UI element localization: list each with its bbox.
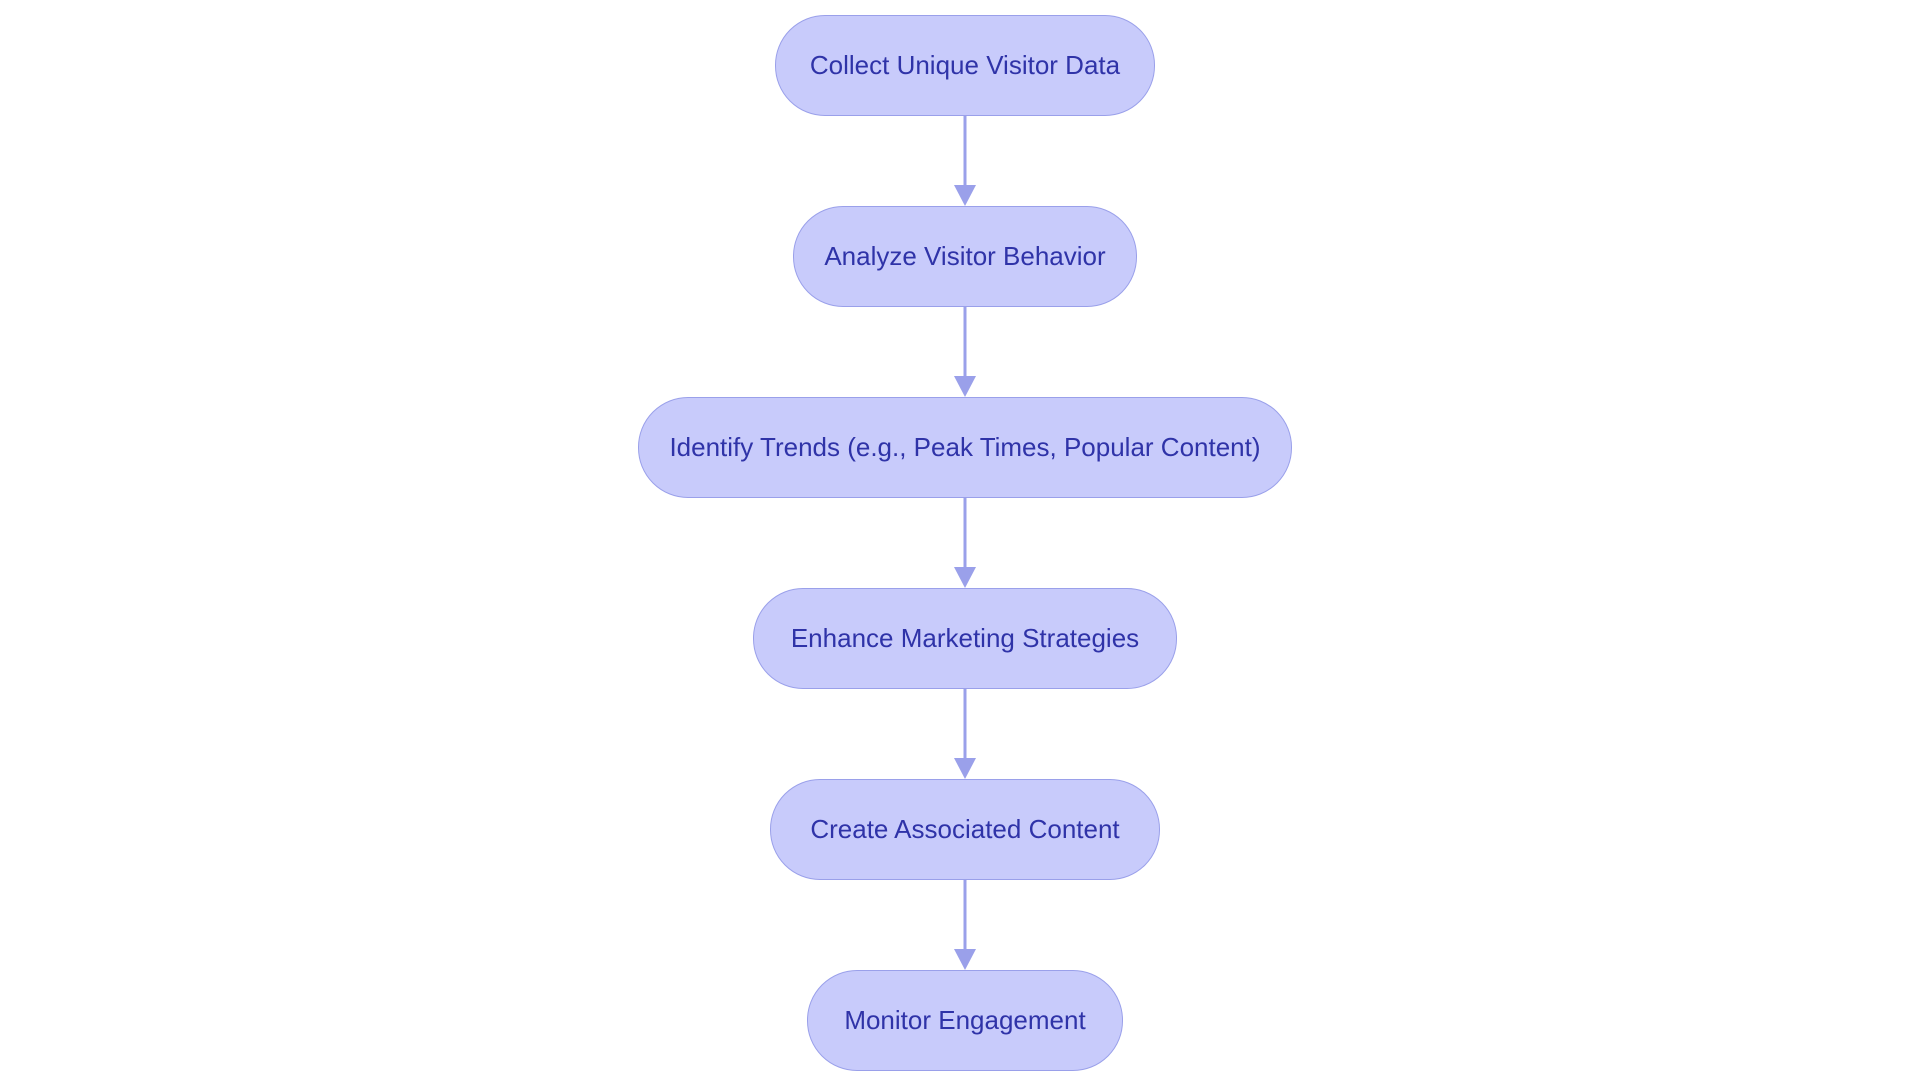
edge-arrow bbox=[954, 307, 976, 397]
node-enhance-marketing-strategies: Enhance Marketing Strategies bbox=[753, 588, 1177, 689]
node-identify-trends: Identify Trends (e.g., Peak Times, Popul… bbox=[638, 397, 1292, 498]
arrowhead-icon bbox=[954, 758, 976, 779]
node-create-associated-content: Create Associated Content bbox=[770, 779, 1160, 880]
node-label: Create Associated Content bbox=[810, 814, 1120, 844]
arrowhead-icon bbox=[954, 185, 976, 206]
edge-arrow bbox=[954, 498, 976, 588]
edge-arrow bbox=[954, 880, 976, 970]
arrowhead-icon bbox=[954, 376, 976, 397]
node-label: Enhance Marketing Strategies bbox=[790, 623, 1140, 653]
node-monitor-engagement: Monitor Engagement bbox=[807, 970, 1123, 1071]
arrowhead-icon bbox=[954, 567, 976, 588]
node-collect-unique-visitor-data: Collect Unique Visitor Data bbox=[775, 15, 1155, 116]
node-label: Monitor Engagement bbox=[844, 1005, 1086, 1035]
edge-arrow bbox=[954, 116, 976, 206]
node-label: Identify Trends (e.g., Peak Times, Popul… bbox=[669, 432, 1261, 462]
node-analyze-visitor-behavior: Analyze Visitor Behavior bbox=[793, 206, 1137, 307]
edge-arrow bbox=[954, 689, 976, 779]
node-label: Analyze Visitor Behavior bbox=[824, 241, 1106, 271]
node-label: Collect Unique Visitor Data bbox=[809, 50, 1121, 80]
arrowhead-icon bbox=[954, 949, 976, 970]
